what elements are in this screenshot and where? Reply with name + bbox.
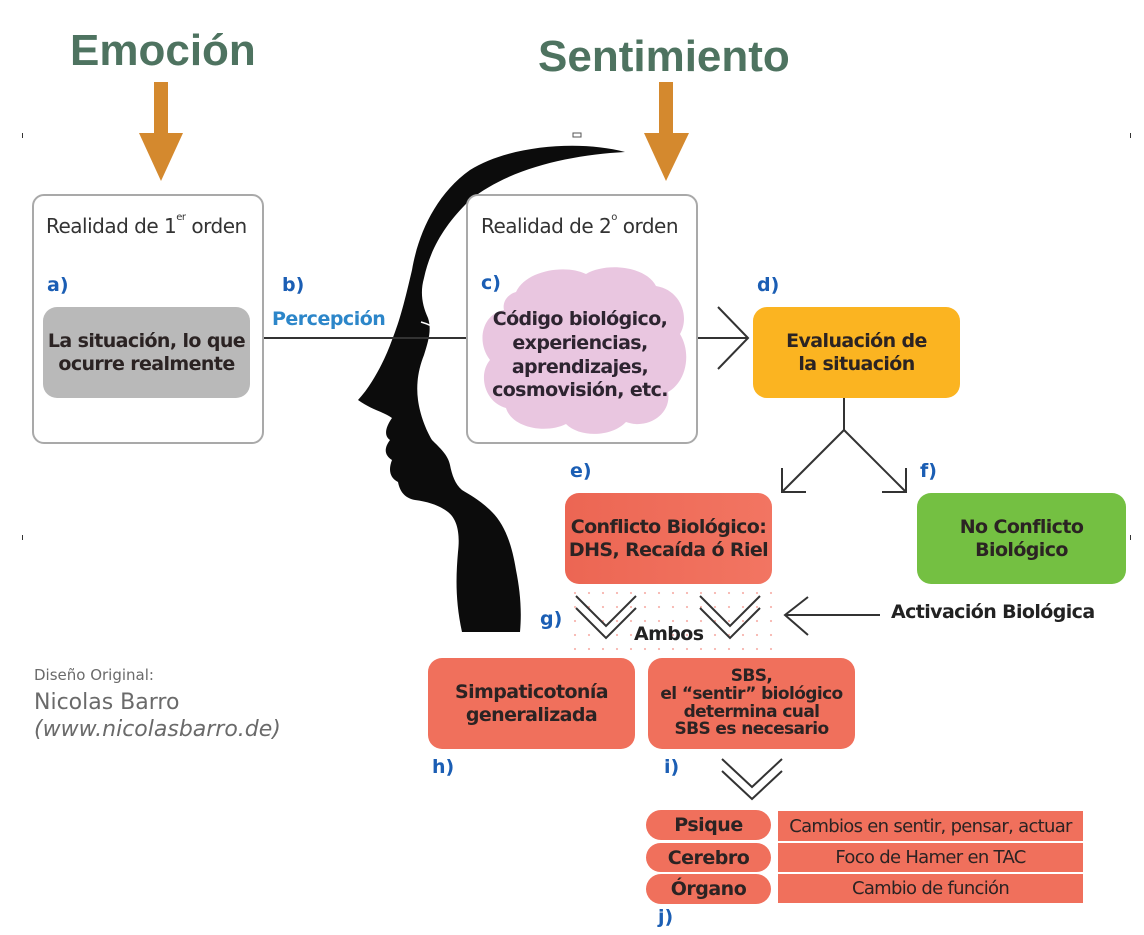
double-chevron-down-icon: [721, 758, 783, 801]
emotion-title: Emoción: [70, 26, 256, 75]
biological-code-text: Código biológico, experiencias, aprendiz…: [492, 308, 668, 402]
level-psique: Psique: [646, 810, 771, 840]
effect-psique: Cambios en sentir, pensar, actuar: [778, 811, 1083, 841]
credit-label: Diseño Original:: [34, 666, 154, 684]
head-silhouette-icon: [358, 145, 625, 633]
label-d: d): [757, 274, 780, 296]
label-a: a): [47, 274, 69, 296]
sbs-box: SBS, el “sentir” biológico determina cua…: [648, 658, 855, 749]
effect-organo: Cambio de función: [778, 874, 1083, 903]
double-chevron-down-icon: [575, 595, 637, 640]
biological-conflict-box: Conflicto Biológico: DHS, Recaída ó Riel: [565, 493, 772, 584]
biological-code-cloud: [482, 267, 687, 434]
double-chevron-down-icon: [699, 595, 761, 640]
label-j: j): [658, 906, 674, 928]
biological-activation-label: Activación Biológica: [891, 601, 1095, 623]
label-e: e): [570, 460, 592, 482]
label-f: f): [920, 460, 937, 482]
effect-cerebro: Foco de Hamer en TAC: [778, 843, 1083, 872]
no-conflict-box: No Conflicto Biológico: [917, 493, 1126, 584]
orange-down-arrow-icon: [139, 82, 183, 181]
credit-website: (www.nicolasbarro.de): [34, 717, 281, 742]
situation-box: La situación, lo que ocurre realmente: [43, 307, 250, 398]
perception-label: Percepción: [272, 308, 386, 330]
level-cerebro: Cerebro: [646, 843, 771, 872]
sympathicotonia-box: Simpaticotonía generalizada: [428, 658, 635, 749]
chevrons-both: [575, 595, 761, 640]
label-b: b): [282, 274, 305, 296]
orange-down-arrow-icon: [644, 82, 689, 181]
second-order-title: Realidad de 2o orden: [481, 212, 679, 238]
first-order-title: Realidad de 1er orden: [46, 212, 247, 238]
arrow-down-left-icon: [781, 468, 806, 493]
label-g: g): [540, 608, 563, 630]
feeling-title: Sentimiento: [538, 32, 790, 81]
label-c: c): [481, 272, 501, 294]
label-i: i): [664, 756, 680, 778]
level-organo: Órgano: [646, 874, 771, 904]
label-h: h): [432, 756, 455, 778]
arrow-down-right-icon: [882, 468, 907, 493]
arrow-left-icon: [783, 596, 809, 636]
both-label: Ambos: [634, 623, 704, 645]
evaluation-box: Evaluación de la situación: [753, 307, 960, 398]
arrow-right-icon: [717, 306, 750, 370]
credit-author: Nicolas Barro: [34, 690, 180, 715]
